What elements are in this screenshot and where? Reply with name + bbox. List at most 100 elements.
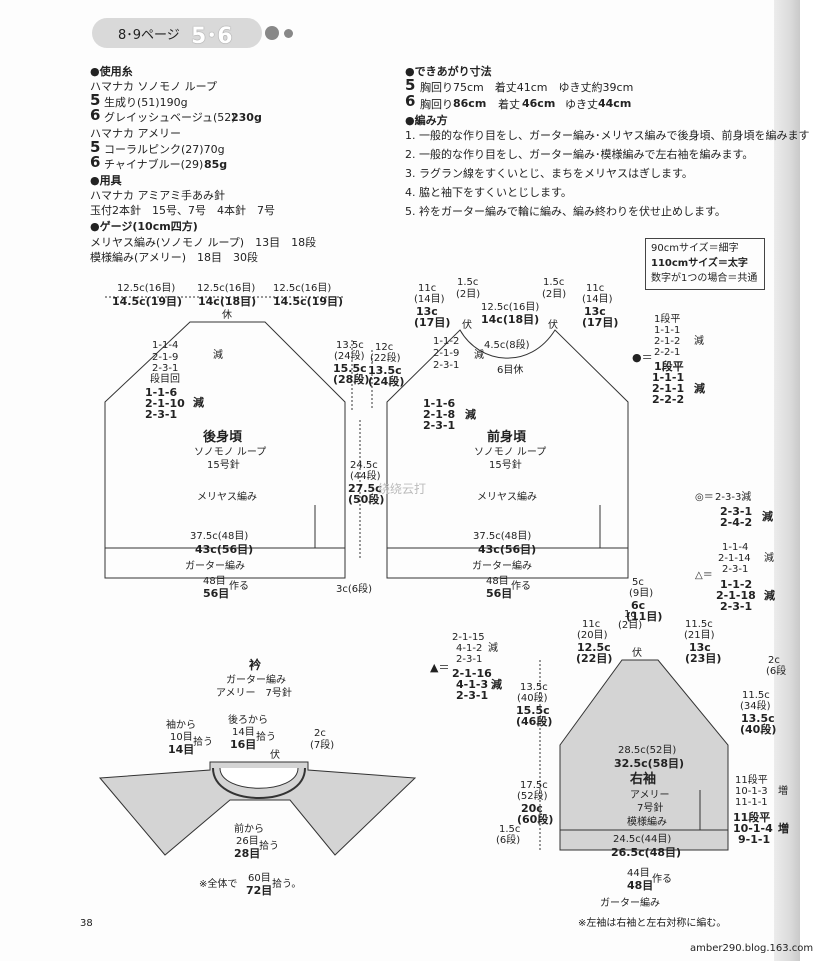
sleeve-top-110: 6c [631, 599, 646, 612]
sleeve-dec-label: 減 [488, 643, 498, 654]
back-body-title: 後身頃 [203, 430, 243, 445]
body-length-110: 27.5c [348, 482, 382, 495]
triangle-dec: 2-1-14 [718, 553, 751, 564]
sleeve-yarn: アメリー [630, 790, 670, 801]
sleeve-title: 右袖 [630, 772, 657, 787]
neck-dec: 2-1-2 [654, 336, 681, 347]
body-length-rows-110: (50段) [348, 493, 385, 506]
sleeve-upper-width-110: 32.5c(58目) [614, 757, 685, 770]
sleeve-inc-label-110: 増 [778, 822, 789, 835]
collar-yarn: アメリー 7号針 [216, 688, 292, 699]
collar-title: 衿 [249, 658, 262, 672]
yarn-6-amery: チャイナブルー(29) [104, 158, 204, 171]
front-dec: 1-1-2 [433, 336, 460, 347]
sleeve-top-sts-110: (11目) [626, 610, 663, 623]
yarn-title: ●使用糸 [90, 65, 133, 78]
front-garter-label: ガーター編み [472, 561, 532, 572]
collar-pick-sleeve-90: 10目 [170, 732, 193, 743]
back-width-90: 37.5c(48目) [190, 531, 249, 542]
body-length-90: 24.5c [350, 460, 378, 471]
sleeve-inc-110: 10-1-4 [733, 822, 773, 835]
neck-dec-label-110: 減 [694, 382, 705, 395]
neck-dec-label: 減 [694, 336, 704, 347]
front-stitch: メリヤス編み [477, 492, 537, 503]
sleeve-edge-rows: (6段 [766, 666, 787, 677]
sleeve-inc: 11段平 [735, 775, 768, 786]
sleeve-top-90: 5c [632, 577, 644, 588]
circle-dec-110: 2-3-1 [720, 505, 753, 518]
sleeve-length-rows-110: (60段) [517, 813, 554, 826]
collar-outline [98, 761, 417, 856]
armhole-front-110: 13.5c [368, 364, 402, 377]
collar-pick-back-90: 14目 [232, 727, 255, 738]
front-neck-90: 12.5c(16目) [481, 302, 540, 313]
method-step: 2. 一般的な作り目をし、ガーター編み･模様編みで左右袖を編みます。 [405, 148, 754, 161]
page-ref-badge [92, 18, 262, 48]
back-cast-110: 56目 [203, 587, 230, 600]
triangle-dec-110: 2-1-18 [716, 589, 756, 602]
triangle-dec-110: 1-1-2 [720, 578, 753, 591]
bind-off-mark: 伏 [270, 750, 280, 761]
size-5-mark: 5 [405, 76, 416, 94]
front-shoulder-l-sts-110: (17目) [414, 316, 451, 329]
dot-icon [284, 29, 293, 38]
yarn-brand-2: ハマナカ アメリー [90, 127, 181, 140]
triangle-dec: 2-3-1 [722, 564, 749, 575]
collar-pick-front-90: 26目 [236, 836, 259, 847]
front-width-110: 43c(56目) [478, 543, 537, 556]
front-body-title: 前身頃 [487, 430, 527, 445]
collar-total-90: 60目 [248, 873, 271, 884]
front-dec-110: 2-1-8 [423, 408, 456, 421]
gauge-line-1: メリヤス編み(ソノモノ ループ) 13目 18段 [90, 236, 317, 249]
front-dec-110: 2-3-1 [423, 419, 456, 432]
tools-line-2: 玉付2本針 15号、7号 4本針 7号 [90, 204, 275, 217]
sleeve-cap-90: 13.5c [520, 682, 548, 693]
collar-pick-front: 前から [234, 824, 264, 835]
sleeve-length-90: 17.5c [520, 780, 548, 791]
back-dec-110: 1-1-6 [145, 386, 178, 399]
front-shoulder-l-110: 13c [416, 305, 438, 318]
back-neck-90: 12.5c(16目) [197, 283, 256, 294]
front-cast-90: 48目 [486, 576, 509, 587]
legend-90: 90cmサイズ＝細字 [651, 243, 739, 254]
yarn-6-loop: グレイッシュベージュ(52) [104, 111, 236, 124]
neck-dec-110: 2-1-1 [652, 382, 685, 395]
front-needle: 15号針 [489, 460, 522, 471]
front-neck-depth: 4.5c(8段) [484, 340, 530, 351]
watermark: 绕绕云打 [378, 482, 427, 496]
back-shoulder-left-90: 12.5c(16目) [117, 283, 176, 294]
method-steps: 1. 一般的な作り目をし、ガーター編み･メリヤス編みで後身頃、前身頃を編みます … [405, 128, 810, 219]
sleeve-cast-label: 作る [652, 874, 672, 885]
sleeve-right-sts-90: (21目) [684, 630, 715, 641]
front-shoulder-r: 11c [586, 283, 605, 294]
finished-title: ●できあがり寸法 [405, 65, 492, 78]
sleeve-top-sts-90: (9目) [629, 588, 654, 599]
neck-dec-110: 1段平 [654, 360, 684, 373]
back-shoulder-left-110: 14.5c(19目) [112, 295, 183, 308]
front-rest-sts: 6目休 [497, 365, 524, 376]
sleeve-cap-rows-110: (46段) [516, 715, 553, 728]
circle-marker-icon: ◎＝ [695, 492, 714, 503]
back-dec: 1-1-4 [152, 340, 179, 351]
page-number: 38 [80, 918, 93, 929]
bind-off-mark: 伏 [462, 320, 472, 331]
triangle-dec-label-110: 減 [764, 589, 775, 602]
front-dec-label-110: 減 [465, 408, 476, 421]
triangle-marker-icon: △＝ [695, 570, 713, 581]
sleeve-cap-right-110: 13.5c [741, 712, 775, 725]
dot-marker-icon: ●＝ [632, 351, 653, 364]
sleeve-left-110: 12.5c [577, 641, 611, 654]
size-6-mark: 6 [90, 153, 101, 171]
collar-pick-sleeve: 袖から [166, 720, 196, 731]
back-width-110: 43c(56目) [195, 543, 254, 556]
sleeve-lower-width-110: 26.5c(48目) [611, 846, 682, 859]
triangle-dec-label: 減 [764, 553, 774, 564]
finished-6-length-label: 着丈 [498, 98, 520, 111]
sleeve-cap-right-rows-110: (40段) [740, 723, 777, 736]
back-needle: 15号針 [207, 460, 240, 471]
collar-height-rows: (7段) [310, 740, 335, 751]
back-body-outline [104, 321, 346, 579]
neck-dec: 1段平 [654, 314, 681, 325]
back-dec: 2-3-1 [152, 363, 179, 374]
